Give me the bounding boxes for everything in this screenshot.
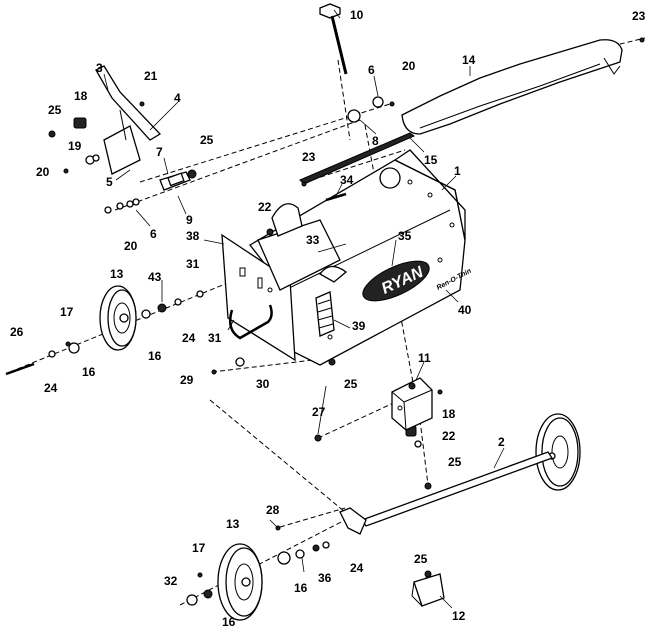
callout-20-lower: 20 — [124, 239, 138, 253]
callout-12: 12 — [452, 609, 466, 623]
callout-32: 32 — [164, 574, 178, 588]
callout-3: 3 — [96, 61, 103, 75]
callout-20-left: 20 — [36, 165, 50, 179]
callout-31-lower: 31 — [208, 331, 222, 345]
cam-plate-part — [271, 203, 348, 283]
callout-40: 40 — [458, 303, 472, 317]
callout-21: 21 — [144, 69, 158, 83]
callout-25-a: 25 — [48, 103, 62, 117]
callout-43: 43 — [148, 270, 162, 284]
wheel-upper-left — [99, 285, 137, 351]
callout-33: 33 — [306, 233, 320, 247]
callout-25-d: 25 — [448, 455, 462, 469]
leader-lines — [103, 9, 505, 609]
handle-part — [229, 304, 273, 340]
hardware-parts — [48, 37, 645, 606]
callout-15: 15 — [424, 153, 438, 167]
callout-18-upper: 18 — [74, 89, 88, 103]
callout-16-d: 16 — [222, 615, 236, 629]
callout-29: 29 — [180, 373, 194, 387]
callout-2: 2 — [498, 435, 505, 449]
callout-16-b: 16 — [82, 365, 96, 379]
callout-25-b: 25 — [200, 133, 214, 147]
callout-24-a: 24 — [182, 331, 196, 345]
callout-17-upper: 17 — [60, 305, 74, 319]
depth-gauge-part — [315, 291, 335, 337]
lever-bracket-part — [95, 65, 162, 175]
callout-22-upper: 22 — [258, 200, 272, 214]
callout-4: 4 — [174, 91, 181, 105]
callout-8: 8 — [372, 134, 379, 148]
callout-34: 34 — [340, 173, 354, 187]
callout-18-lower: 18 — [442, 407, 456, 421]
callout-7: 7 — [156, 145, 163, 159]
callout-20-upper: 20 — [402, 59, 416, 73]
callout-25-c: 25 — [344, 377, 358, 391]
callout-14: 14 — [462, 53, 476, 67]
callout-17-lower: 17 — [192, 541, 206, 555]
callout-5: 5 — [106, 175, 113, 189]
callout-13-upper: 13 — [110, 267, 124, 281]
callout-38: 38 — [186, 229, 200, 243]
callout-35: 35 — [398, 229, 412, 243]
caster-housing-part — [391, 377, 433, 431]
callout-28: 28 — [266, 503, 280, 517]
callout-13-lower: 13 — [226, 517, 240, 531]
hood-part — [401, 39, 623, 135]
callout-6-lower: 6 — [150, 227, 157, 241]
callout-24-b: 24 — [44, 381, 58, 395]
callout-26: 26 — [10, 325, 24, 339]
callout-16-a: 16 — [148, 349, 162, 363]
callout-6-upper: 6 — [368, 63, 375, 77]
axle-bolt-part — [5, 362, 35, 376]
side-panel-part — [221, 233, 296, 362]
callout-9: 9 — [186, 213, 193, 227]
callout-10: 10 — [350, 8, 364, 22]
callout-30: 30 — [256, 377, 270, 391]
callout-25-e: 25 — [414, 552, 428, 566]
callout-36: 36 — [318, 571, 332, 585]
shaft-part — [159, 171, 191, 191]
callout-1: 1 — [454, 164, 461, 178]
callout-labels: 1 2 3 4 5 6 6 7 8 9 10 11 12 13 13 14 15… — [10, 8, 646, 629]
callout-27: 27 — [312, 405, 326, 419]
wheel-lower — [217, 543, 263, 621]
callout-16-c: 16 — [294, 581, 308, 595]
callout-24-c: 24 — [350, 561, 364, 575]
callout-19: 19 — [68, 139, 82, 153]
mount-bracket-part — [411, 573, 445, 607]
callout-31-upper: 31 — [186, 257, 200, 271]
axle-part — [339, 451, 553, 535]
callout-39: 39 — [352, 319, 366, 333]
main-frame-part — [249, 149, 466, 366]
callout-23-right: 23 — [632, 9, 646, 23]
adjust-knob-part — [319, 3, 384, 123]
callout-23-mid: 23 — [302, 150, 316, 164]
wheel-right — [535, 413, 581, 491]
callout-22-lower: 22 — [442, 429, 456, 443]
callout-11: 11 — [418, 351, 431, 365]
bolt-part — [325, 192, 347, 202]
